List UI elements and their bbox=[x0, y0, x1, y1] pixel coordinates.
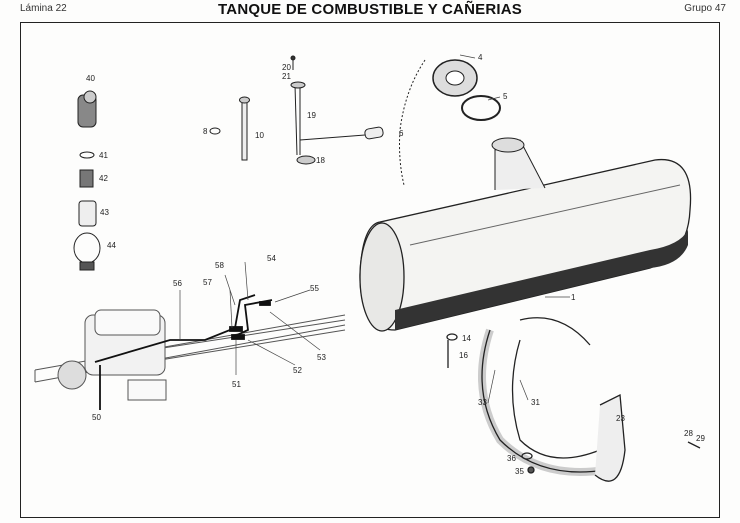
chassis-and-engine bbox=[34, 309, 346, 401]
part-label: 6 bbox=[399, 129, 404, 138]
part-label: 50 bbox=[92, 413, 101, 422]
part-label: 5 bbox=[503, 92, 508, 101]
part-label: 58 bbox=[215, 261, 224, 270]
part-label: 16 bbox=[459, 351, 468, 360]
page-title: TANQUE DE COMBUSTIBLE Y CAÑERIAS bbox=[218, 1, 522, 18]
plate-number: Lámina 22 bbox=[20, 3, 67, 14]
part-label: 29 bbox=[696, 434, 705, 443]
part-label: 56 bbox=[173, 279, 182, 288]
part-label: 33 bbox=[478, 398, 487, 407]
part-label: 20 bbox=[282, 63, 291, 72]
washer bbox=[209, 127, 221, 135]
part-label: 1 bbox=[571, 293, 576, 302]
part-label: 14 bbox=[462, 334, 471, 343]
part-number-labels: 40 41 42 43 44 8 10 20 21 19 18 6 4 5 1 … bbox=[86, 53, 705, 476]
part-label: 42 bbox=[99, 174, 108, 183]
fuel-pump-parts bbox=[73, 90, 101, 271]
part-label: 44 bbox=[107, 241, 116, 250]
part-label: 23 bbox=[616, 414, 625, 423]
part-label: 57 bbox=[203, 278, 212, 287]
part-label: 8 bbox=[203, 127, 208, 136]
part-label: 35 bbox=[515, 467, 524, 476]
filler-cap-center bbox=[445, 70, 465, 86]
diagram-frame bbox=[20, 22, 720, 518]
part-label: 19 bbox=[307, 111, 316, 120]
part-label: 28 bbox=[684, 429, 693, 438]
callout-leaders bbox=[179, 54, 570, 404]
part-label: 18 bbox=[316, 156, 325, 165]
fuel-tank bbox=[359, 137, 692, 332]
part-label: 31 bbox=[531, 398, 540, 407]
part-label: 10 bbox=[255, 131, 264, 140]
part-label: 40 bbox=[86, 74, 95, 83]
part-label: 4 bbox=[478, 53, 483, 62]
part-label: 51 bbox=[232, 380, 241, 389]
part-label: 55 bbox=[310, 284, 319, 293]
part-label: 36 bbox=[507, 454, 516, 463]
group-number: Grupo 47 bbox=[684, 3, 726, 14]
part-label: 52 bbox=[293, 366, 302, 375]
part-label: 43 bbox=[100, 208, 109, 217]
part-label: 53 bbox=[317, 353, 326, 362]
cap-gasket bbox=[461, 95, 501, 121]
tank-straps bbox=[446, 317, 701, 482]
fuel-sender bbox=[290, 55, 384, 165]
part-label: 21 bbox=[282, 72, 291, 81]
part-label: 54 bbox=[267, 254, 276, 263]
fuel-lines bbox=[94, 294, 273, 410]
cap-chain bbox=[399, 59, 426, 186]
drain-tube bbox=[239, 96, 250, 161]
part-label: 41 bbox=[99, 151, 108, 160]
